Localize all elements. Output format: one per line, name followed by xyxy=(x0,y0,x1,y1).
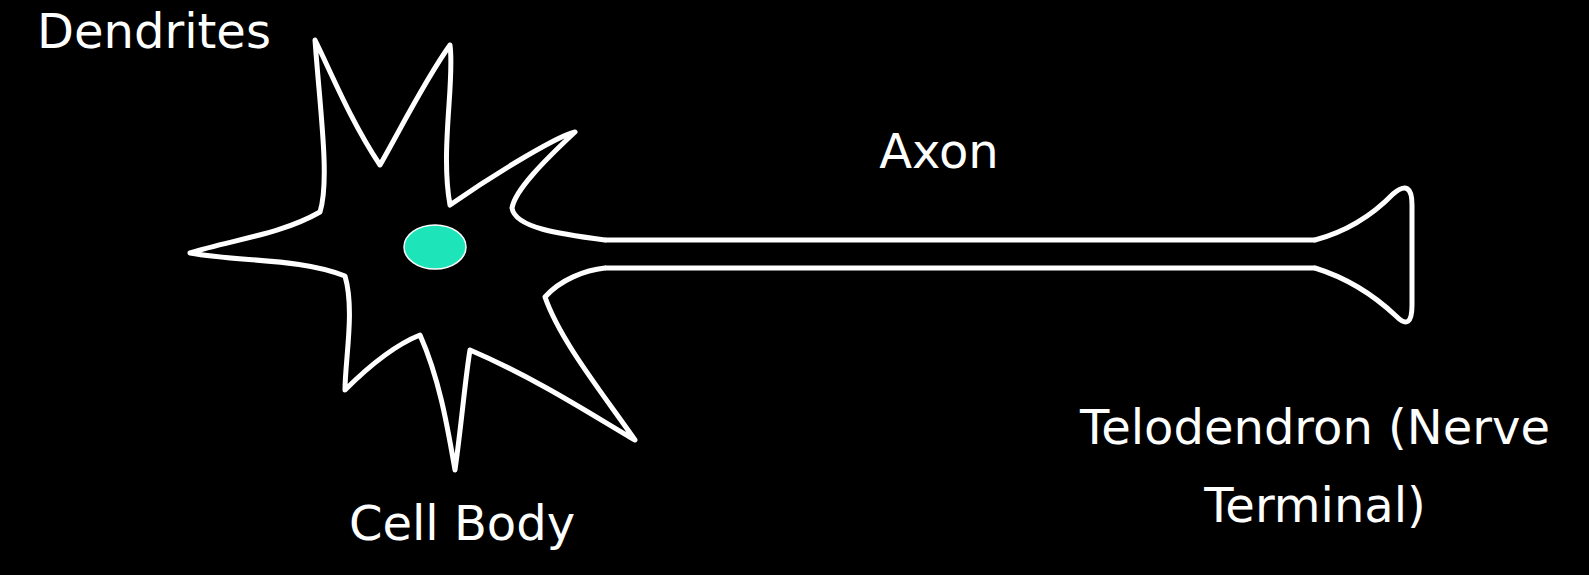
cell-body-outline xyxy=(190,40,635,470)
nucleus xyxy=(404,225,466,269)
axon-lower-line xyxy=(605,266,1315,271)
nerve-terminal-outline xyxy=(1315,188,1412,322)
part-label: Telodendron (Nerve Terminal) xyxy=(1065,388,1565,544)
part-label: Cell Body xyxy=(302,494,622,552)
axon-upper-line xyxy=(605,238,1315,243)
part-label: Axon xyxy=(789,122,1089,180)
part-label: Dendrites xyxy=(4,2,304,60)
